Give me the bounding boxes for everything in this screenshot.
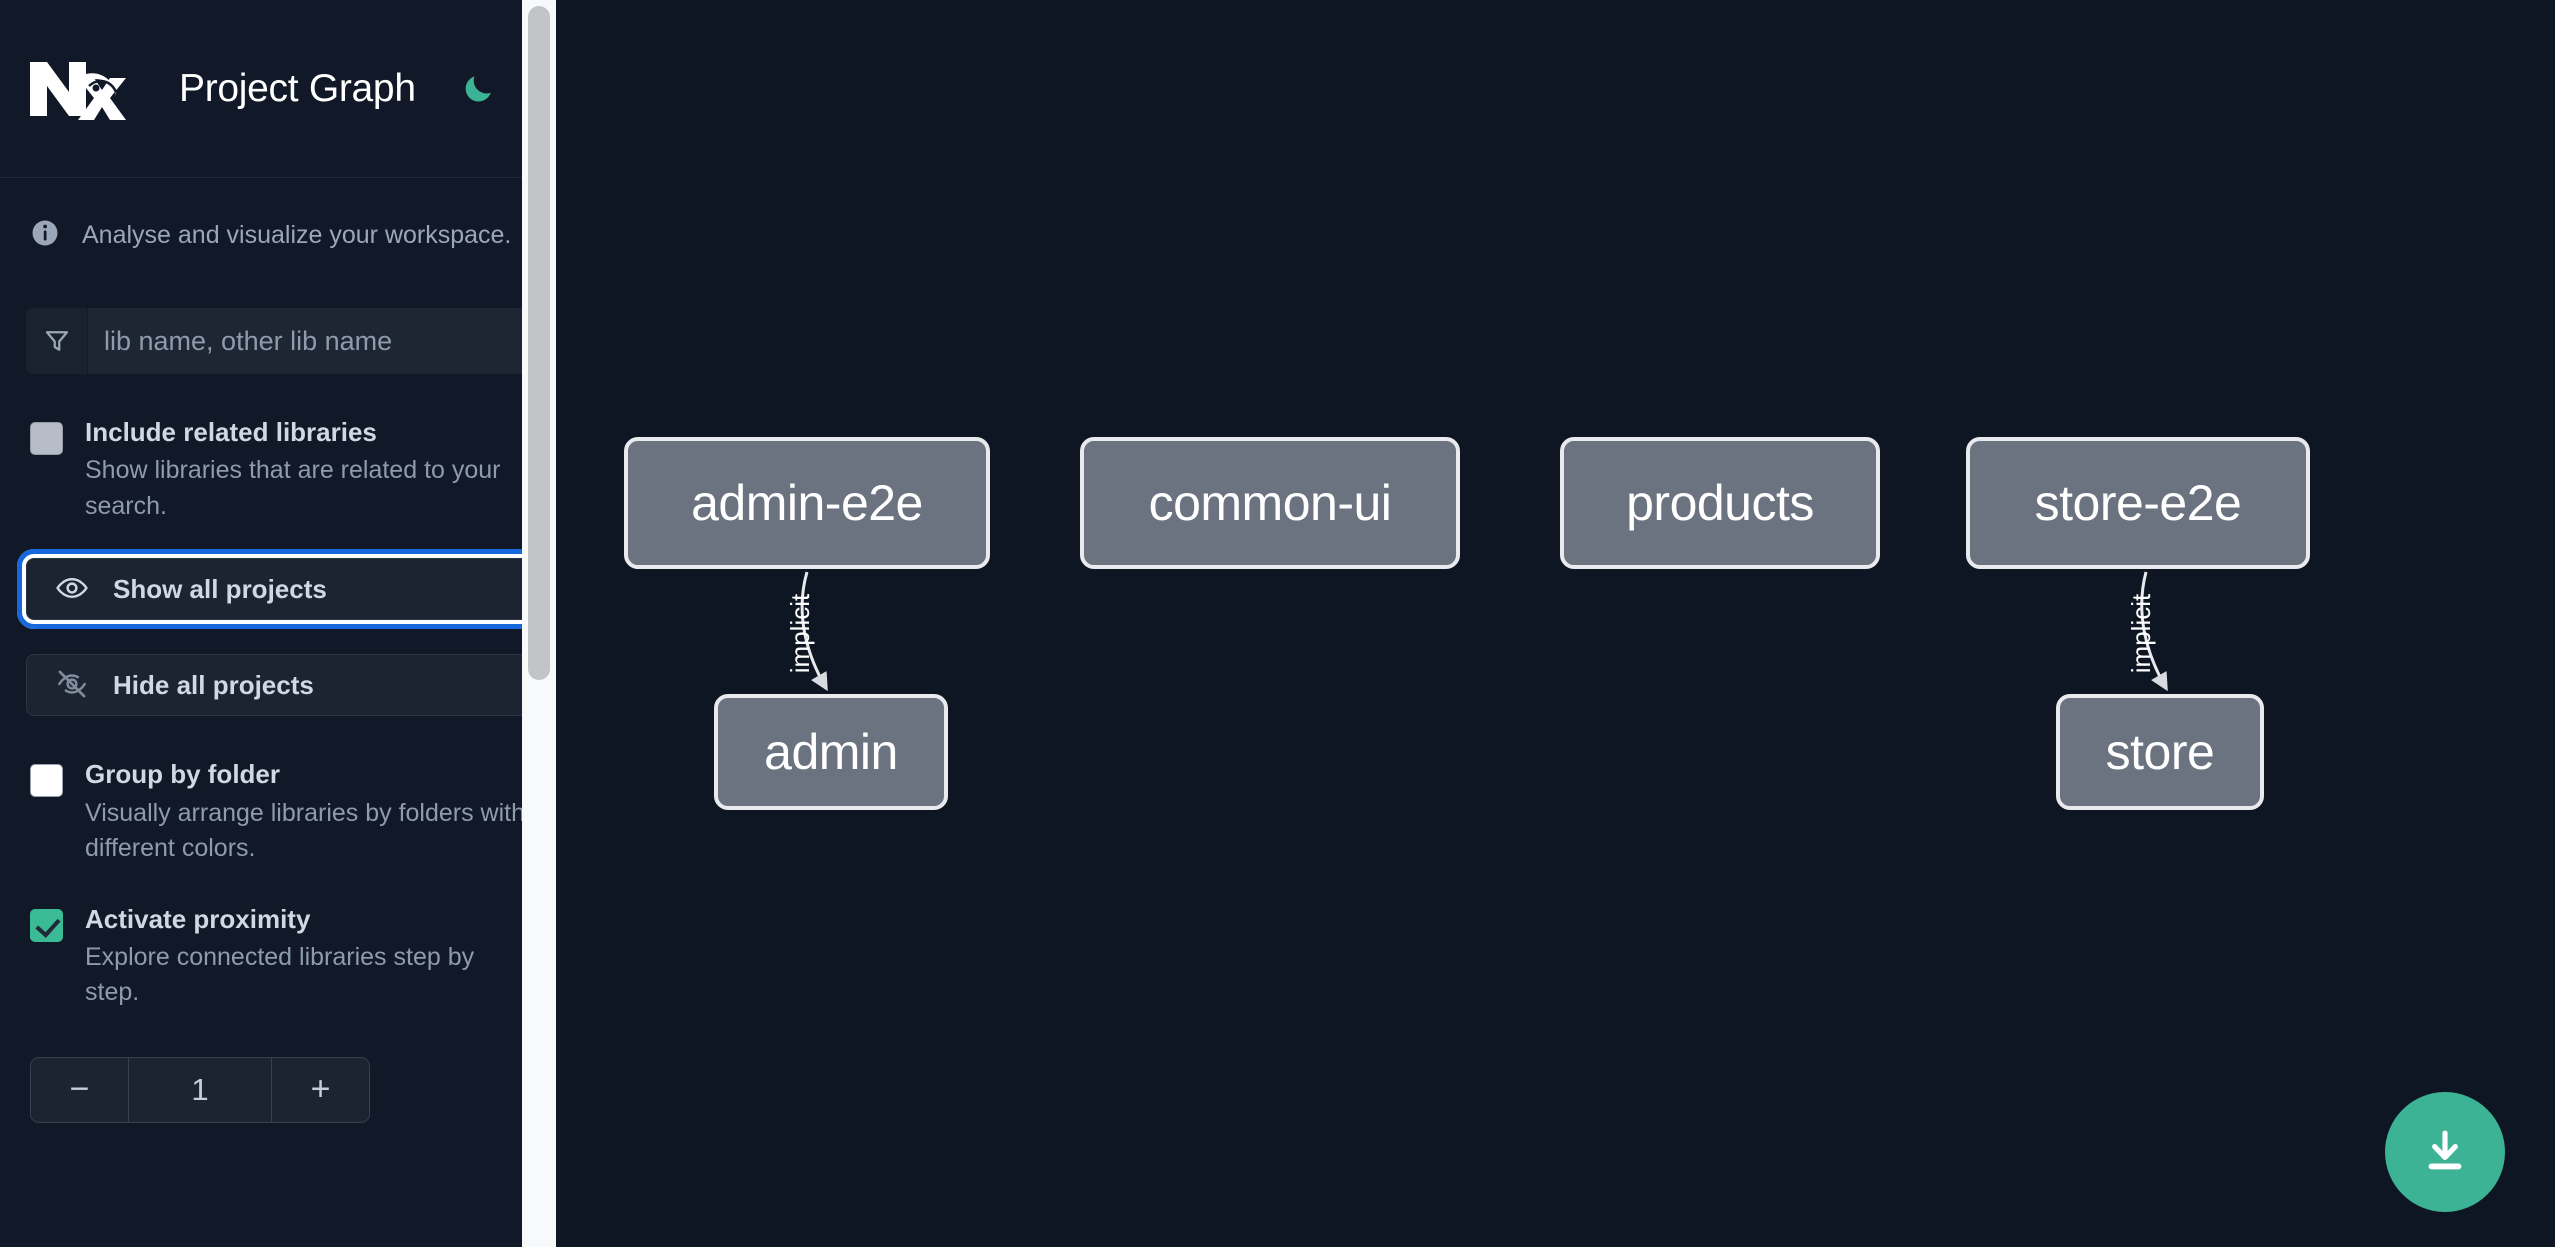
eye-off-icon (55, 667, 89, 704)
include-related-libraries-checkbox[interactable] (30, 422, 63, 455)
sidebar-scrollbar-thumb[interactable] (528, 6, 550, 680)
nx-logo (26, 58, 126, 120)
info-icon (30, 218, 60, 253)
option-activate-proximity[interactable]: Activate proximity Explore connected lib… (26, 903, 530, 1011)
group-by-folder-checkbox[interactable] (30, 764, 63, 798)
show-all-projects-label: Show all projects (113, 573, 327, 604)
download-icon (2428, 1130, 2462, 1170)
graph-node-products[interactable]: products (1560, 437, 1880, 569)
workspace-info: Analyse and visualize your workspace. (0, 178, 556, 253)
option-group-by-folder[interactable]: Group by folder Visually arrange librari… (26, 758, 530, 866)
moon-icon[interactable] (456, 67, 500, 111)
group-by-folder-desc: Visually arrange libraries by folders wi… (85, 798, 526, 863)
group-by-folder-label: Group by folder (85, 759, 280, 790)
hide-all-projects-button[interactable]: Hide all projects (26, 654, 530, 717)
graph-canvas[interactable]: implicit implicit admin-e2e common-ui pr… (556, 0, 2555, 1247)
graph-edges (800, 571, 2168, 692)
graph-node-admin-e2e[interactable]: admin-e2e (624, 437, 990, 569)
graph-node-common-ui[interactable]: common-ui (1080, 437, 1460, 569)
activate-proximity-desc: Explore connected libraries step by step… (85, 942, 475, 1007)
filter-row (26, 308, 530, 374)
activate-proximity-label: Activate proximity (85, 903, 311, 934)
activate-proximity-checkbox[interactable] (30, 908, 63, 942)
graph-node-store-e2e[interactable]: store-e2e (1966, 437, 2310, 569)
proximity-increment-button[interactable]: + (271, 1057, 369, 1122)
include-related-libraries-label: Include related libraries (85, 417, 377, 447)
workspace-info-text: Analyse and visualize your workspace. (82, 221, 512, 249)
edge-label-implicit-admin: implicit (785, 593, 816, 674)
proximity-value: 1 (129, 1057, 271, 1122)
graph-node-store[interactable]: store (2056, 694, 2264, 810)
sidebar-header: Project Graph (0, 0, 556, 178)
edge-label-implicit-store: implicit (2126, 593, 2157, 674)
show-all-projects-button[interactable]: Show all projects (17, 549, 539, 630)
sidebar-body: Include related libraries Show libraries… (0, 308, 556, 1123)
sidebar: Project Graph Analyse and visualize your… (0, 0, 556, 1247)
proximity-stepper: − 1 + (30, 1056, 370, 1123)
funnel-icon (26, 308, 88, 374)
eye-icon (55, 571, 89, 608)
sidebar-scrollbar[interactable] (522, 0, 556, 1247)
graph-node-admin[interactable]: admin (714, 694, 948, 810)
page-title: Project Graph (179, 66, 416, 110)
hide-all-projects-label: Hide all projects (113, 669, 314, 700)
search-input[interactable] (88, 308, 530, 374)
download-graph-button[interactable] (2385, 1092, 2505, 1212)
include-related-libraries-desc: Show libraries that are related to your … (85, 456, 501, 520)
option-include-related-libraries[interactable]: Include related libraries Show libraries… (26, 416, 530, 524)
proximity-decrement-button[interactable]: − (31, 1057, 129, 1122)
